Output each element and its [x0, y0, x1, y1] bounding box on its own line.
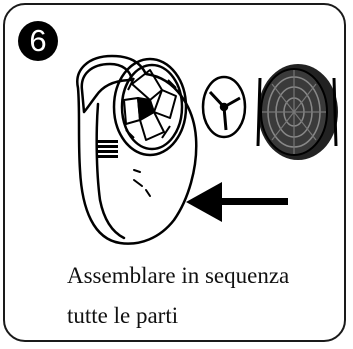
caption-line-2: tutte le parti: [67, 302, 178, 330]
arrow-left-icon: [186, 182, 288, 222]
vent-grille-icon: [96, 140, 118, 158]
three-arm-blade-icon: [203, 77, 245, 137]
lint-shaver-body-icon: [77, 56, 196, 244]
head-blades-icon: [124, 70, 176, 140]
mesh-cover-cap-icon: [258, 64, 338, 160]
caption-line-1: Assemblare in sequenza: [67, 262, 289, 290]
